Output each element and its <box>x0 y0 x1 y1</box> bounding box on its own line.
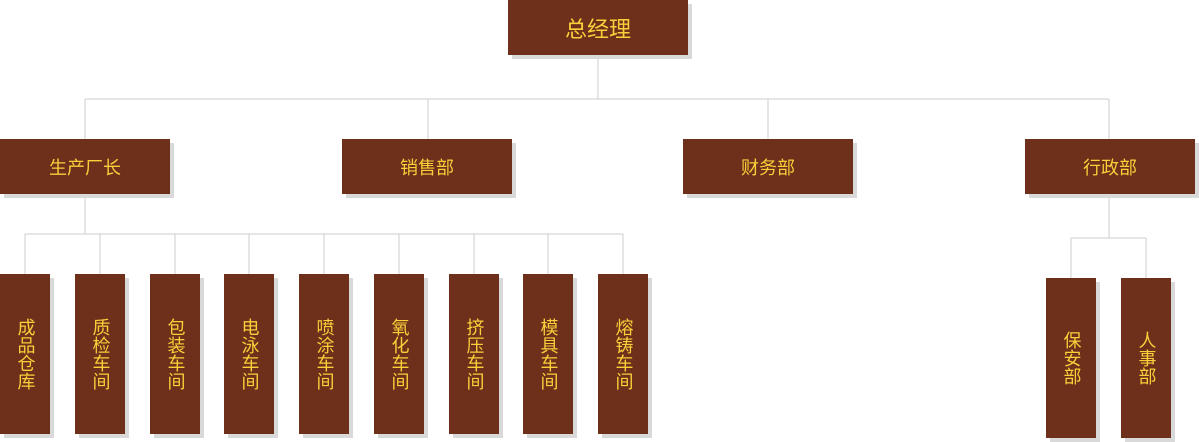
workshop-node-label: 模具车间 <box>537 318 559 390</box>
dept-node-sales: 销售部 <box>342 139 512 194</box>
workshop-node: 氧化车间 <box>374 274 424 434</box>
workshop-node: 挤压车间 <box>449 274 499 434</box>
admin-unit-label: 人事部 <box>1135 331 1157 385</box>
admin-unit-node: 保安部 <box>1046 278 1096 438</box>
workshop-node: 熔铸车间 <box>598 274 648 434</box>
root-node-label: 总经理 <box>564 17 631 43</box>
workshop-node-label: 电泳车间 <box>238 318 260 390</box>
dept-node-label: 财务部 <box>741 157 795 179</box>
workshop-node-label: 熔铸车间 <box>612 318 634 390</box>
workshop-node-label: 包装车间 <box>164 318 186 390</box>
workshop-node: 电泳车间 <box>224 274 274 434</box>
dept-node-label: 行政部 <box>1083 157 1137 179</box>
workshop-node-label: 成品仓库 <box>14 318 36 390</box>
workshop-node: 喷涂车间 <box>299 274 349 434</box>
admin-unit-node: 人事部 <box>1121 278 1171 438</box>
root-node-general-manager: 总经理 <box>508 0 688 55</box>
dept-node-admin: 行政部 <box>1025 139 1195 194</box>
workshop-node-label: 喷涂车间 <box>313 318 335 390</box>
admin-unit-label: 保安部 <box>1060 331 1082 385</box>
workshop-node-label: 挤压车间 <box>463 318 485 390</box>
dept-node-finance: 财务部 <box>683 139 853 194</box>
workshop-node-label: 氧化车间 <box>388 318 410 390</box>
workshop-node: 模具车间 <box>523 274 573 434</box>
workshop-node: 成品仓库 <box>0 274 50 434</box>
workshop-node-label: 质检车间 <box>89 318 111 390</box>
dept-node-label: 生产厂长 <box>49 157 121 179</box>
workshop-node: 质检车间 <box>75 274 125 434</box>
dept-node-label: 销售部 <box>400 157 454 179</box>
workshop-node: 包装车间 <box>150 274 200 434</box>
dept-node-production: 生产厂长 <box>0 139 170 194</box>
